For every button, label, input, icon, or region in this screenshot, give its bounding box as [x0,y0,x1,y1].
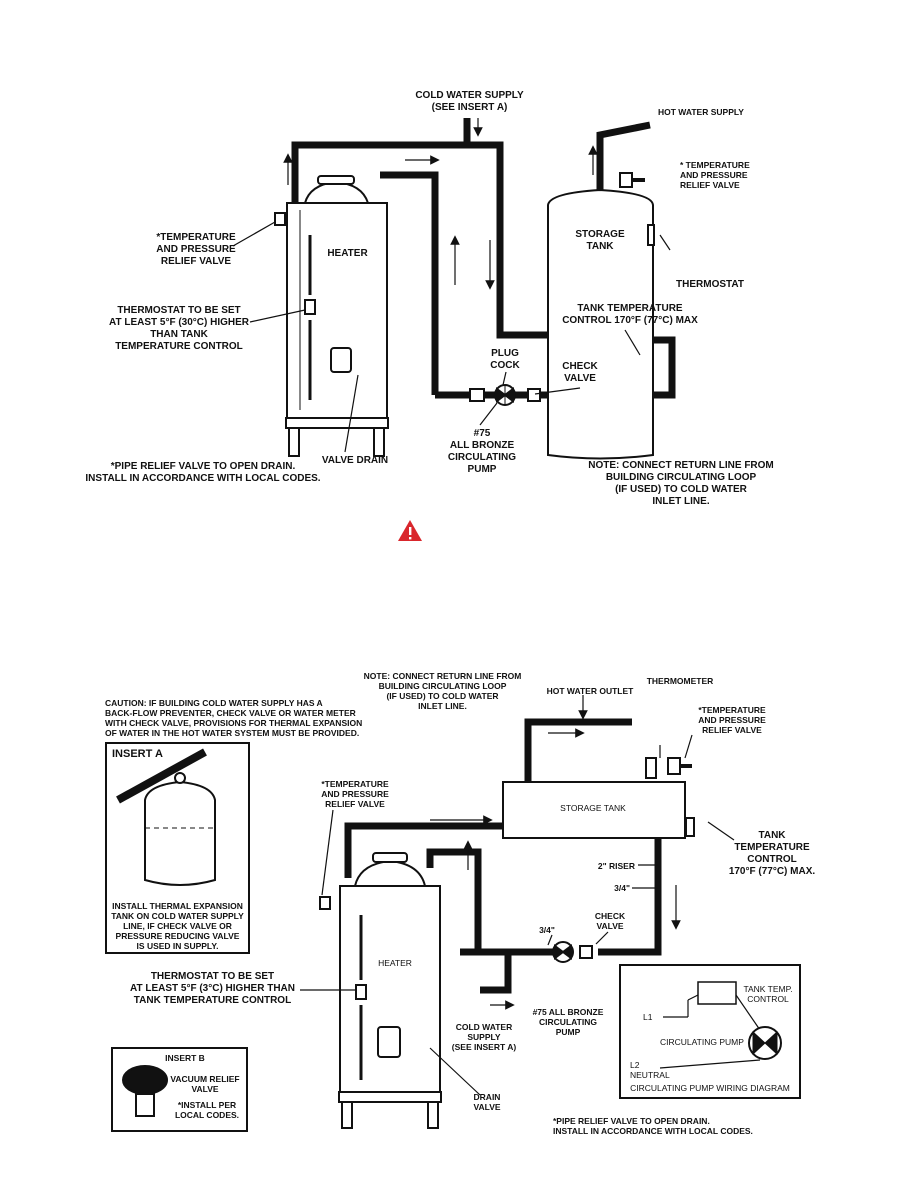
top-tp-relief-left-label: *TEMPERATURE AND PRESSURE RELIEF VALVE [156,232,236,267]
bottom-insert-b-box [111,1047,248,1132]
top-hot-water-supply-label: HOT WATER SUPPLY [658,107,744,117]
bottom-pipe-relief-label: *PIPE RELIEF VALVE TO OPEN DRAIN. INSTAL… [553,1116,753,1136]
bottom-storage-tank [502,781,695,839]
bottom-caution-label: CAUTION: IF BUILDING COLD WATER SUPPLY H… [105,698,363,738]
bottom-piping [344,718,662,994]
top-note-label: NOTE: CONNECT RETURN LINE FROM BUILDING … [588,460,774,507]
warning-icon [398,520,422,541]
top-thermostat-label: THERMOSTAT [676,279,744,290]
bottom-insert-b-label: INSERT B [165,1053,205,1063]
bottom-tp-relief-right-label: *TEMPERATURE AND PRESSURE RELIEF VALVE [698,705,766,735]
top-flow-arrows [232,118,671,453]
top-storage-tank [547,188,654,460]
wiring-title-label: CIRCULATING PUMP WIRING DIAGRAM [630,1083,790,1093]
bottom-relief-and-thermometer [319,757,692,910]
bottom-check-valve-label: CHECK VALVE [594,911,626,931]
bottom-flow-arrows [300,695,735,1096]
top-pump-label: #75 ALL BRONZE CIRCULATING PUMP [447,428,517,475]
wiring-diagram-box [619,964,801,1099]
top-pipe-relief-label: *PIPE RELIEF VALVE TO OPEN DRAIN. INSTAL… [85,461,321,484]
bottom-heater-label: HEATER [378,958,412,968]
bottom-install-per-label: *INSTALL PER LOCAL CODES. [174,1100,240,1120]
bottom-thermostat-set-label: THERMOSTAT TO BE SET AT LEAST 5°F (3°C) … [129,971,296,1006]
top-heater-label: HEATER [327,248,368,259]
bottom-drain-valve-label: DRAIN VALVE [473,1092,501,1112]
top-heater [285,175,389,457]
wiring-l1-label: L1 [643,1012,653,1022]
top-piping [291,118,676,399]
bottom-insert-a-text: INSTALL THERMAL EXPANSION TANK ON COLD W… [111,901,244,951]
bottom-insert-a-label: INSERT A [112,748,163,760]
bottom-cold-water-supply-label: COLD WATER SUPPLY (SEE INSERT A) [451,1022,517,1052]
bottom-tank-temp-control-label: TANK TEMPERATURE CONTROL 170°F (77°C) MA… [728,830,816,877]
bottom-thermometer-label: THERMOMETER [646,676,714,686]
top-storage-tank-label: STORAGE TANK [575,229,625,252]
top-check-valve-label: CHECK VALVE [562,361,598,384]
bottom-tp-relief-left-label: *TEMPERATURE AND PRESSURE RELIEF VALVE [321,779,389,809]
wiring-l2-neutral-label: L2 NEUTRAL [630,1060,670,1080]
bottom-note-label: NOTE: CONNECT RETURN LINE FROM BUILDING … [363,671,522,711]
top-tank-temp-control-label: TANK TEMPERATURE CONTROL 170°F (77°C) MA… [562,303,698,326]
bottom-pump-label: #75 ALL BRONZE CIRCULATING PUMP [532,1007,604,1037]
top-relief-valves [274,172,655,246]
bottom-pump [552,941,593,963]
top-pump [469,384,541,406]
top-cold-water-supply-label: COLD WATER SUPPLY (SEE INSERT A) [415,90,524,113]
top-plug-cock-label: PLUG COCK [490,348,520,371]
wiring-tank-temp-control-label: TANK TEMP. CONTROL [743,984,793,1004]
top-tp-relief-right-label: * TEMPERATURE AND PRESSURE RELIEF VALVE [680,160,750,190]
bottom-storage-tank-label: STORAGE TANK [560,803,626,813]
bottom-heater [338,852,442,1129]
bottom-insert-a-box [105,742,250,954]
bottom-three-quarter-b-label: 3/4" [539,925,555,935]
top-thermostat-set-label: THERMOSTAT TO BE SET AT LEAST 5°F (30°C)… [108,305,250,352]
bottom-hot-water-outlet-label: HOT WATER OUTLET [546,686,634,696]
wiring-circulating-pump-label: CIRCULATING PUMP [660,1037,744,1047]
bottom-vacuum-relief-label: VACUUM RELIEF VALVE [170,1074,240,1094]
top-valve-drain-label: VALVE DRAIN [321,455,389,466]
bottom-riser-label: 2" RISER [597,861,635,871]
bottom-three-quarter-a-label: 3/4" [614,883,630,893]
